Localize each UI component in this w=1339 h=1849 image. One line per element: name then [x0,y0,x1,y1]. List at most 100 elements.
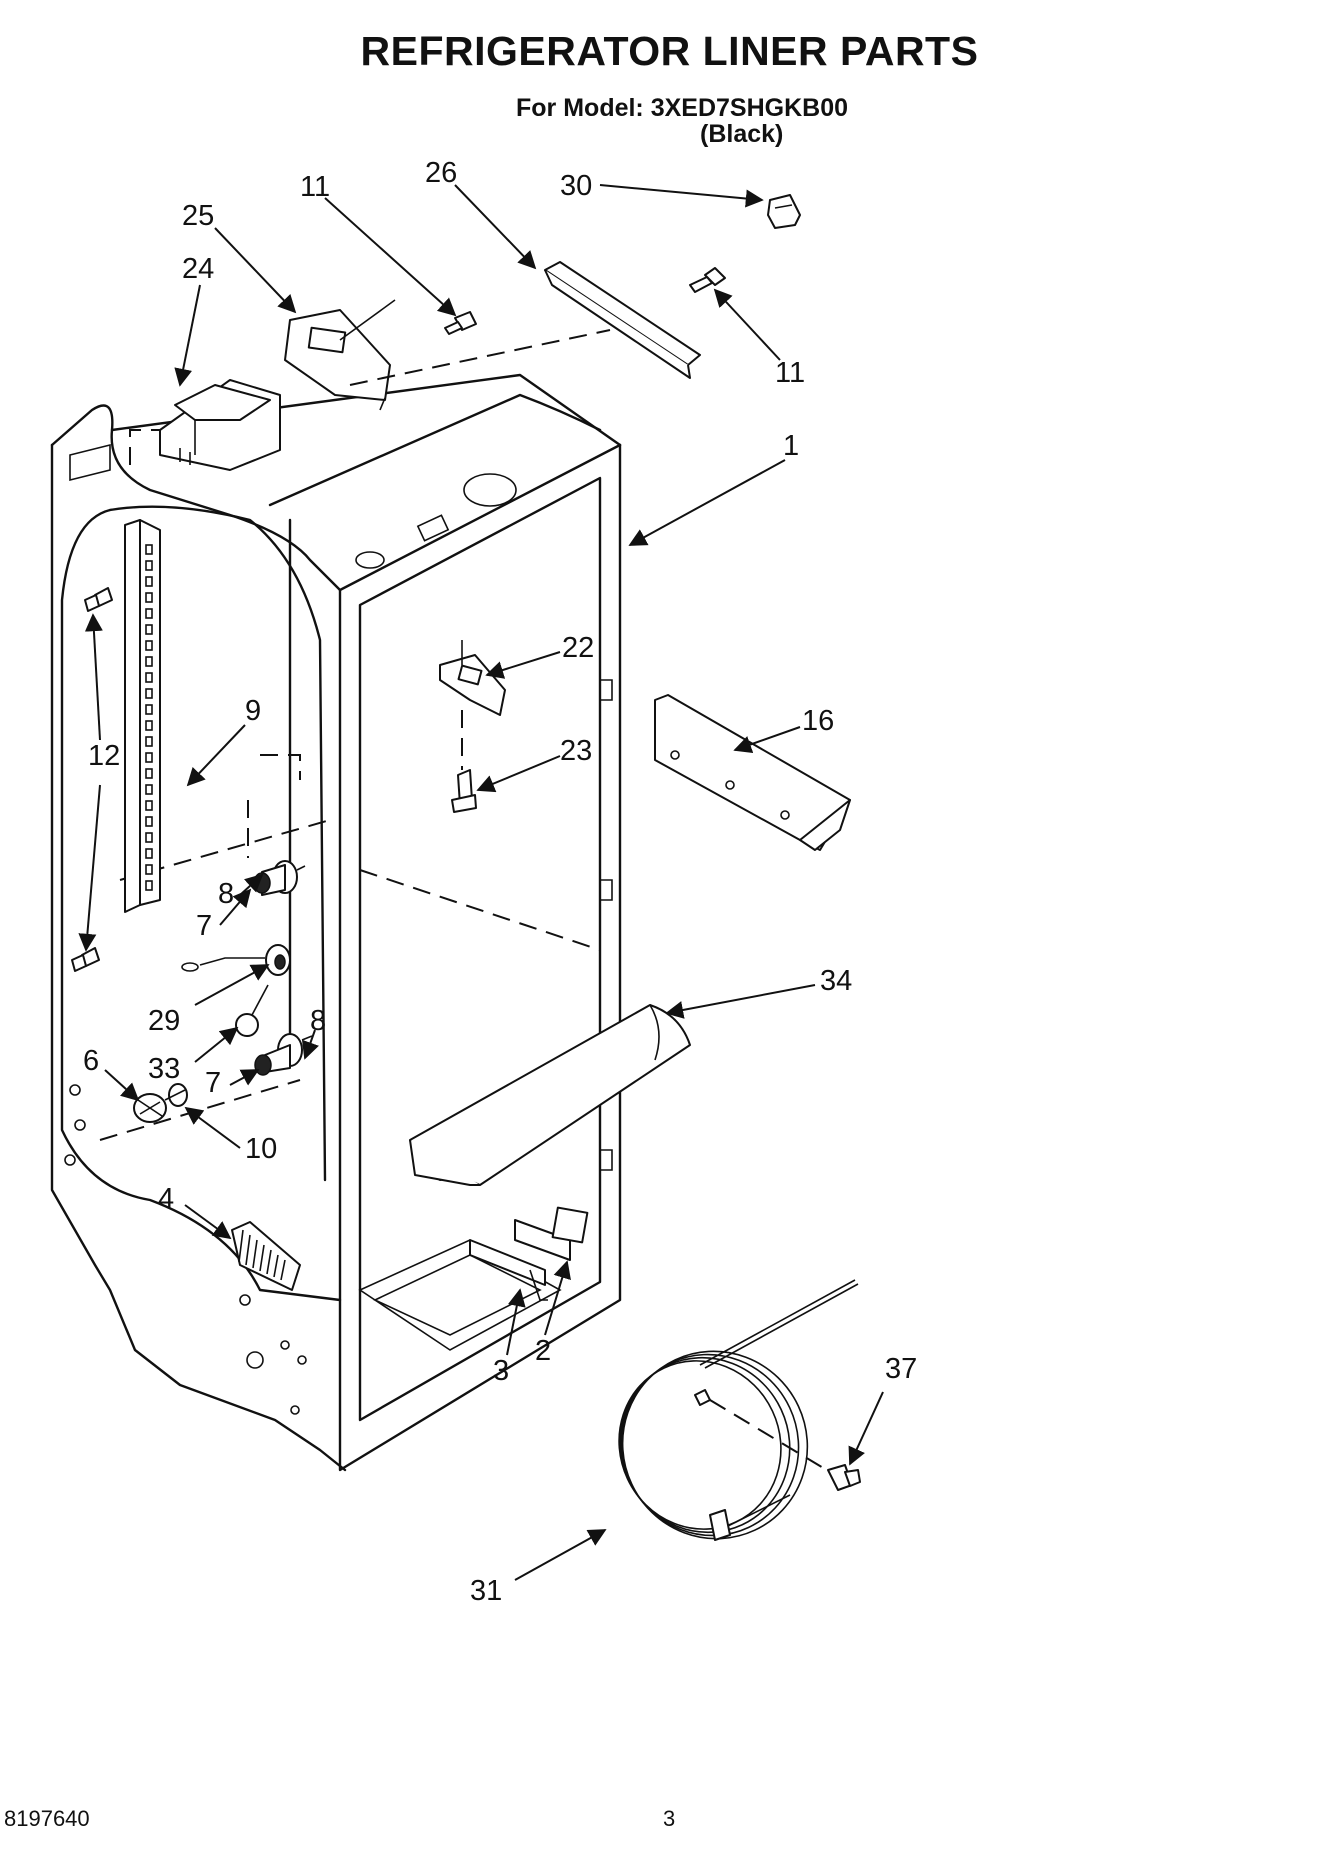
bracket-screw [451,710,477,813]
rail-slot [145,864,153,875]
callout-37: 37 [885,1353,917,1385]
callout-1: 1 [783,430,799,462]
model-number: For Model: 3XED7SHGKB00 [516,94,849,122]
callout-29: 29 [148,1005,180,1037]
callout-2: 2 [535,1335,551,1367]
callout-26: 26 [425,157,457,189]
callout-3: 3 [493,1355,509,1387]
rail-slot [145,544,153,555]
rail-slot [145,704,153,715]
grille-slat [238,1229,244,1263]
leader-37 [848,1391,884,1466]
page-title: REFRIGERATOR LINER PARTS [360,28,979,74]
top-channel [544,261,701,379]
leader-31 [514,1529,607,1581]
leader-1 [628,459,786,546]
grille-slat [252,1239,258,1269]
leader-9 [186,724,246,787]
leader-3 [506,1288,526,1356]
bottom-bracket-2 [514,1206,589,1261]
water-tube-coil [618,1279,859,1541]
leader-7 [229,1069,260,1086]
shelf-ladder-rail [124,519,161,913]
lamp-socket-lower [264,1033,313,1073]
rail-slot [145,720,153,731]
screw-top-left [444,311,477,335]
thermostat-shaft [164,1083,188,1107]
rail-slot [145,880,153,891]
control-bracket [284,299,396,411]
leader-10 [184,1106,241,1149]
rail-slot [145,672,153,683]
leader-16 [733,726,801,754]
leader-33 [194,1026,239,1063]
rail-slot [145,800,153,811]
leader-30 [599,184,764,208]
callout-25: 25 [182,200,214,232]
clip [767,194,801,229]
leader-24 [174,284,201,387]
vent-grille [231,1221,301,1291]
callout-12: 12 [88,740,120,772]
leader-26 [454,184,537,270]
tube-clip-screw [709,1399,861,1491]
leader-6 [104,1069,140,1102]
door-switch [181,944,291,976]
rail-screw-lower [71,947,100,972]
rail-slot [145,576,153,587]
leader-4 [184,1204,232,1240]
rail-slot [145,560,153,571]
rail-slot [145,848,153,859]
callout-22: 22 [562,632,594,664]
leader-8 [301,1029,319,1060]
leader-2 [544,1260,571,1336]
lamp-socket-lower-nut [254,1054,272,1076]
light-bulb [235,984,269,1037]
screw-top-right [689,267,726,293]
rail-slot [145,832,153,843]
rail-screw-upper [84,587,113,612]
leader-34 [665,984,816,1019]
callout-33: 33 [148,1053,180,1085]
grille-slat [259,1244,265,1272]
callout-8: 8 [218,878,234,910]
callout-9: 9 [245,695,261,727]
callout-7: 7 [196,910,212,942]
leader-25 [214,227,297,314]
leader-29 [194,964,270,1006]
callout-34: 34 [820,965,852,997]
rail-slot [145,608,153,619]
callout-23: 23 [560,735,592,767]
rail-slot [145,656,153,667]
callout-31: 31 [470,1575,502,1607]
page-number: 3 [663,1806,676,1831]
callout-6: 6 [83,1045,99,1077]
callout-11: 11 [775,357,805,389]
rail-slot [145,768,153,779]
leader-7 [219,888,252,926]
leader-12 [84,613,103,741]
callout-24: 24 [182,253,214,285]
grille-slat [266,1249,272,1275]
callout-7: 7 [205,1067,221,1099]
leader-12 [78,784,101,952]
leader-23 [476,755,561,793]
rail-slot [145,816,153,827]
rail-slot [145,752,153,763]
leader-11 [324,197,457,317]
grille-slat [245,1234,251,1266]
rail-slot [145,688,153,699]
rail-slot [145,784,153,795]
rail-slot [145,736,153,747]
grille-slat [273,1254,279,1278]
callout-8: 8 [310,1005,326,1037]
crisper-cover [409,1004,691,1186]
rail-slot [145,640,153,651]
grille-slat [280,1259,286,1281]
crisper-support [654,694,851,851]
rail-slot [145,592,153,603]
mounting-bracket [439,640,506,716]
callout-11: 11 [300,171,330,203]
callout-16: 16 [802,705,834,737]
